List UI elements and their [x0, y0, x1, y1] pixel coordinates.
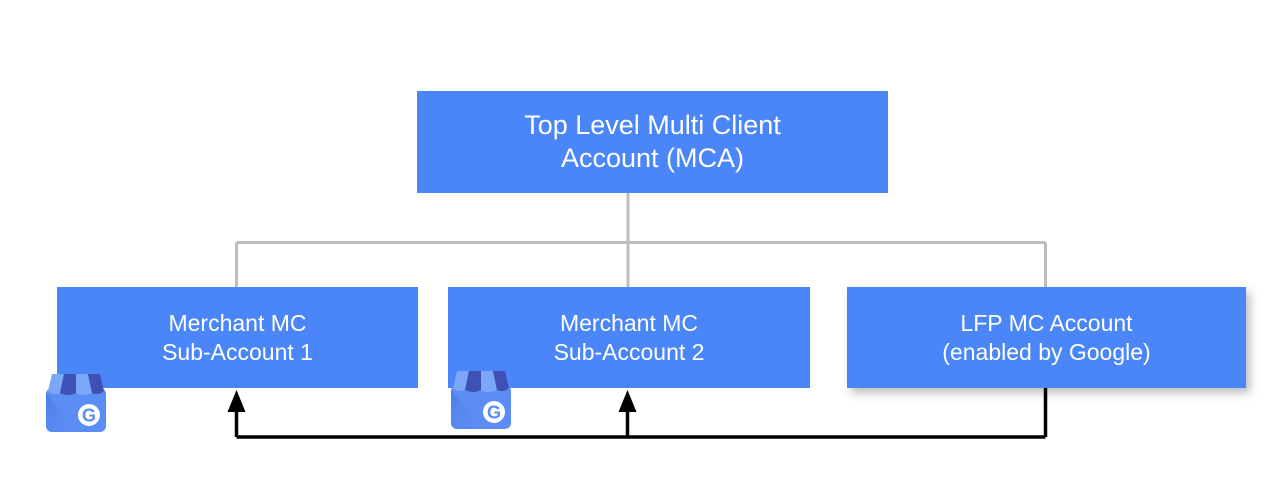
node-merchant-sub-account-1-label: Merchant MC Sub-Account 1: [162, 310, 313, 365]
gmb-g-disc: [78, 404, 100, 426]
arrowhead-sub2: [618, 390, 637, 412]
gmb-awning-3: [481, 371, 497, 392]
google-my-business-icon: G: [451, 371, 511, 429]
gmb-g-letter: G: [487, 403, 501, 423]
gmb-awning-2: [60, 374, 76, 395]
arrowhead-sub1: [227, 390, 246, 412]
node-merchant-sub-account-2-label: Merchant MC Sub-Account 2: [553, 310, 705, 365]
gmb-g-disc: [483, 401, 505, 423]
gmb-body-shade: [451, 390, 483, 429]
google-my-business-icon: G: [46, 374, 106, 432]
node-merchant-sub-account-1[interactable]: Merchant MC Sub-Account 1: [57, 287, 418, 388]
node-lfp-mc-account-label: LFP MC Account (enabled by Google): [942, 310, 1151, 365]
gmb-g-letter: G: [82, 406, 96, 426]
node-top-level-mca-label: Top Level Multi Client Account (MCA): [524, 110, 781, 173]
tree-connector-group: [235, 193, 1047, 288]
gmb-awning-1: [48, 374, 64, 395]
node-lfp-mc-account[interactable]: LFP MC Account (enabled by Google): [847, 287, 1246, 388]
gmb-awning-4: [493, 371, 509, 392]
gmb-body-shade: [46, 393, 78, 432]
gmb-awning-4: [88, 374, 104, 395]
gmb-awning-2: [465, 371, 481, 392]
node-merchant-sub-account-2[interactable]: Merchant MC Sub-Account 2: [448, 287, 810, 388]
gmb-awning-1: [453, 371, 469, 392]
lfp-feed-arrow-group: [234, 388, 1048, 439]
gmb-awning-3: [76, 374, 92, 395]
node-top-level-mca[interactable]: Top Level Multi Client Account (MCA): [417, 91, 888, 193]
